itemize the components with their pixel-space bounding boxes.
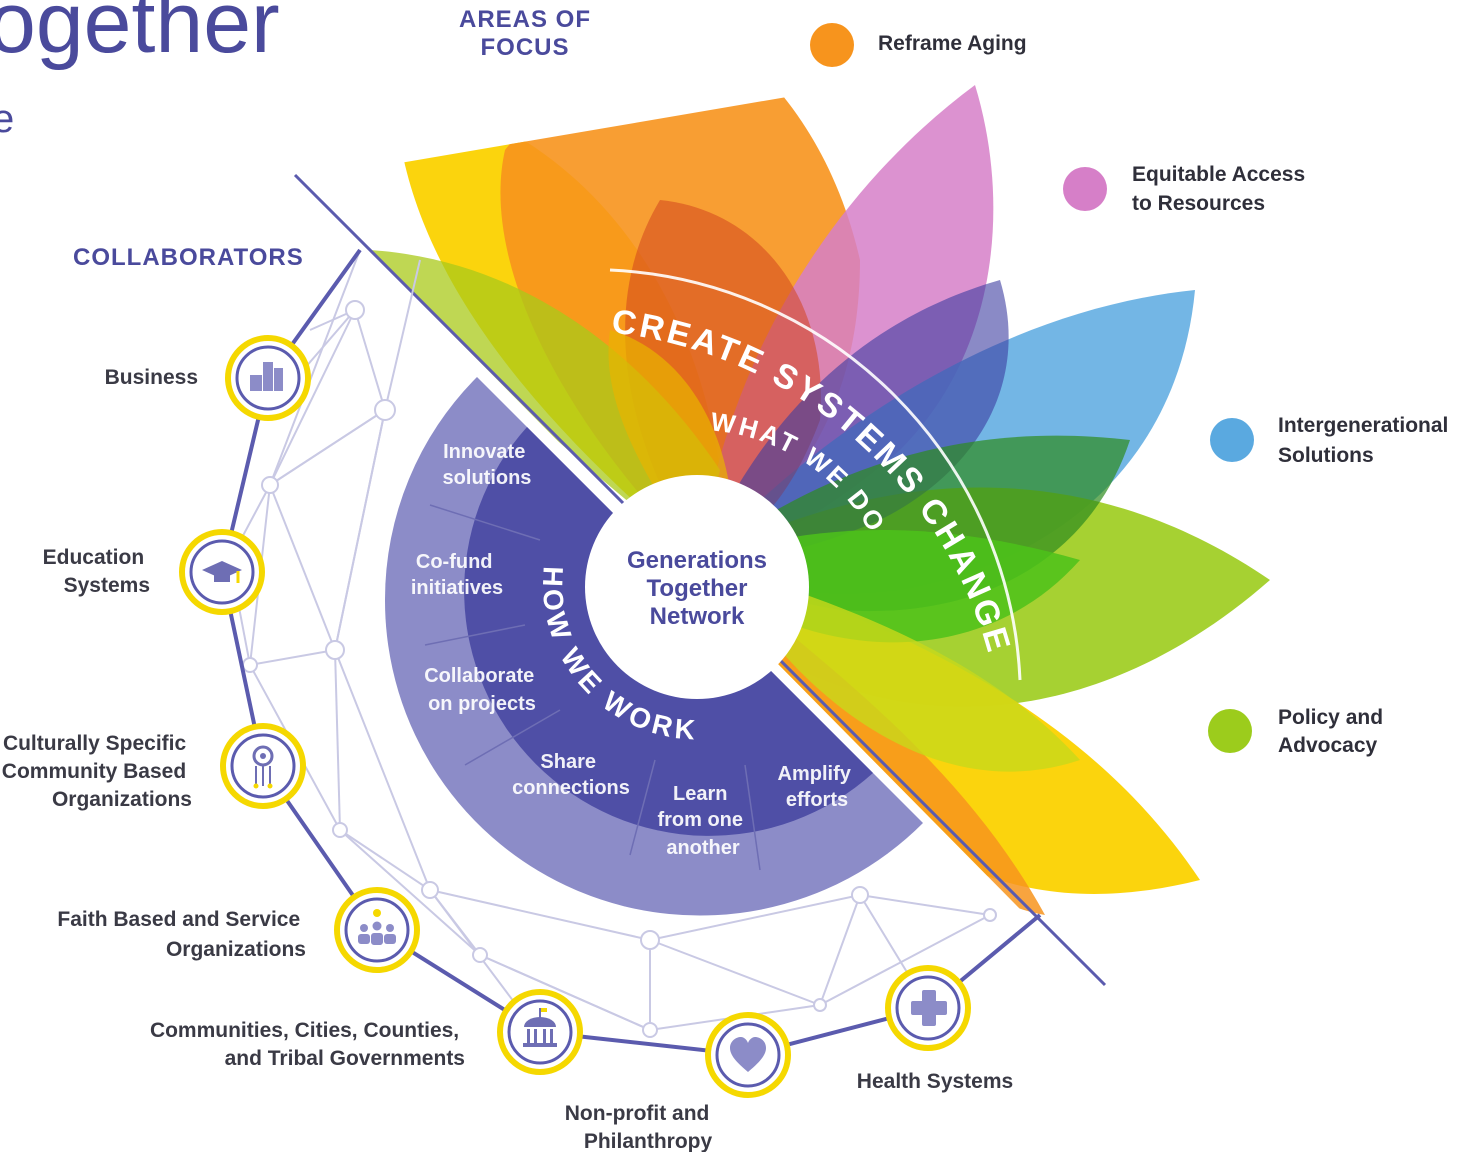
center-line-1: Generations bbox=[627, 547, 767, 574]
equitable-access-label: Equitable Access to Resources bbox=[1132, 163, 1311, 215]
svg-text:Business: Business bbox=[105, 366, 198, 389]
svg-text:Education Systems: Education Systems bbox=[43, 546, 150, 597]
policy-advocacy-dot bbox=[1208, 709, 1252, 753]
work-item-learn: Learn from one another bbox=[657, 783, 748, 859]
work-dividers bbox=[424, 504, 761, 871]
work-item-amplify: Amplify efforts bbox=[778, 763, 857, 811]
center-circle bbox=[585, 475, 809, 699]
how-we-work-items: Innovate solutions Co-fund initiatives C… bbox=[411, 441, 857, 859]
work-item-innovate: Innovate solutions bbox=[443, 441, 532, 489]
building-icon bbox=[250, 362, 283, 391]
work-item-collaborate: Collaborate on projects bbox=[424, 665, 540, 715]
collaborator-business: Business bbox=[105, 335, 311, 421]
reframe-aging-dot bbox=[810, 23, 854, 67]
center-line-3: Network bbox=[650, 603, 745, 630]
people-pin-icon bbox=[358, 909, 396, 945]
svg-text:Non-profit and Philant: Non-profit and Philanthropy bbox=[565, 1102, 715, 1152]
svg-text:Health Systems: Health Systems bbox=[857, 1070, 1013, 1093]
policy-advocacy-label: Policy and Advocacy bbox=[1278, 706, 1389, 757]
focus-legend: Reframe Aging Equitable Access to Resour… bbox=[810, 23, 1454, 757]
collaborator-non-profit: Non-profit and Philanthropy bbox=[565, 1012, 791, 1152]
graduation-cap-icon bbox=[202, 561, 242, 583]
mesh-nodes bbox=[242, 300, 997, 1038]
intergenerational-label: Intergenerational Solutions bbox=[1278, 414, 1454, 467]
heart-icon bbox=[730, 1037, 766, 1072]
systems-change-arc bbox=[609, 268, 1022, 681]
collaborators: Business Education Systems bbox=[2, 335, 1013, 1152]
collaborators-heading: COLLABORATORS bbox=[73, 244, 304, 271]
areas-of-focus-heading-2: FOCUS bbox=[481, 34, 570, 61]
work-item-share: Share connections bbox=[512, 751, 630, 799]
collaborator-health-systems: Health Systems bbox=[857, 965, 1013, 1093]
svg-text:Faith Based and Service: Faith Based and Service Organizations bbox=[57, 908, 306, 961]
svg-text:Communities, Cities, Counties,: Communities, Cities, Counties, and Triba… bbox=[150, 1019, 465, 1070]
areas-of-focus-heading-1: AREAS OF bbox=[459, 6, 591, 33]
medical-cross-icon bbox=[911, 990, 947, 1026]
collaborator-communities: Communities, Cities, Counties, and Triba… bbox=[150, 989, 583, 1075]
government-building-icon bbox=[523, 1008, 557, 1047]
equitable-access-dot bbox=[1063, 167, 1107, 211]
page-subtitle-fragment: e bbox=[0, 97, 14, 141]
dreamcatcher-icon bbox=[252, 745, 274, 789]
work-item-cofund: Co-fund initiatives bbox=[411, 551, 503, 599]
collaborator-education-systems: Education Systems bbox=[43, 529, 265, 615]
center-line-2: Together bbox=[647, 575, 748, 602]
intergenerational-dot bbox=[1210, 418, 1254, 462]
svg-text:Culturally Specific Co: Culturally Specific Community Based Orga… bbox=[2, 732, 192, 811]
collaborator-faith-based: Faith Based and Service Organizations bbox=[57, 887, 420, 973]
collaborator-culturally-specific: Culturally Specific Community Based Orga… bbox=[2, 723, 306, 811]
reframe-aging-label: Reframe Aging bbox=[878, 32, 1027, 55]
page-title-fragment: ogether bbox=[0, 0, 280, 71]
